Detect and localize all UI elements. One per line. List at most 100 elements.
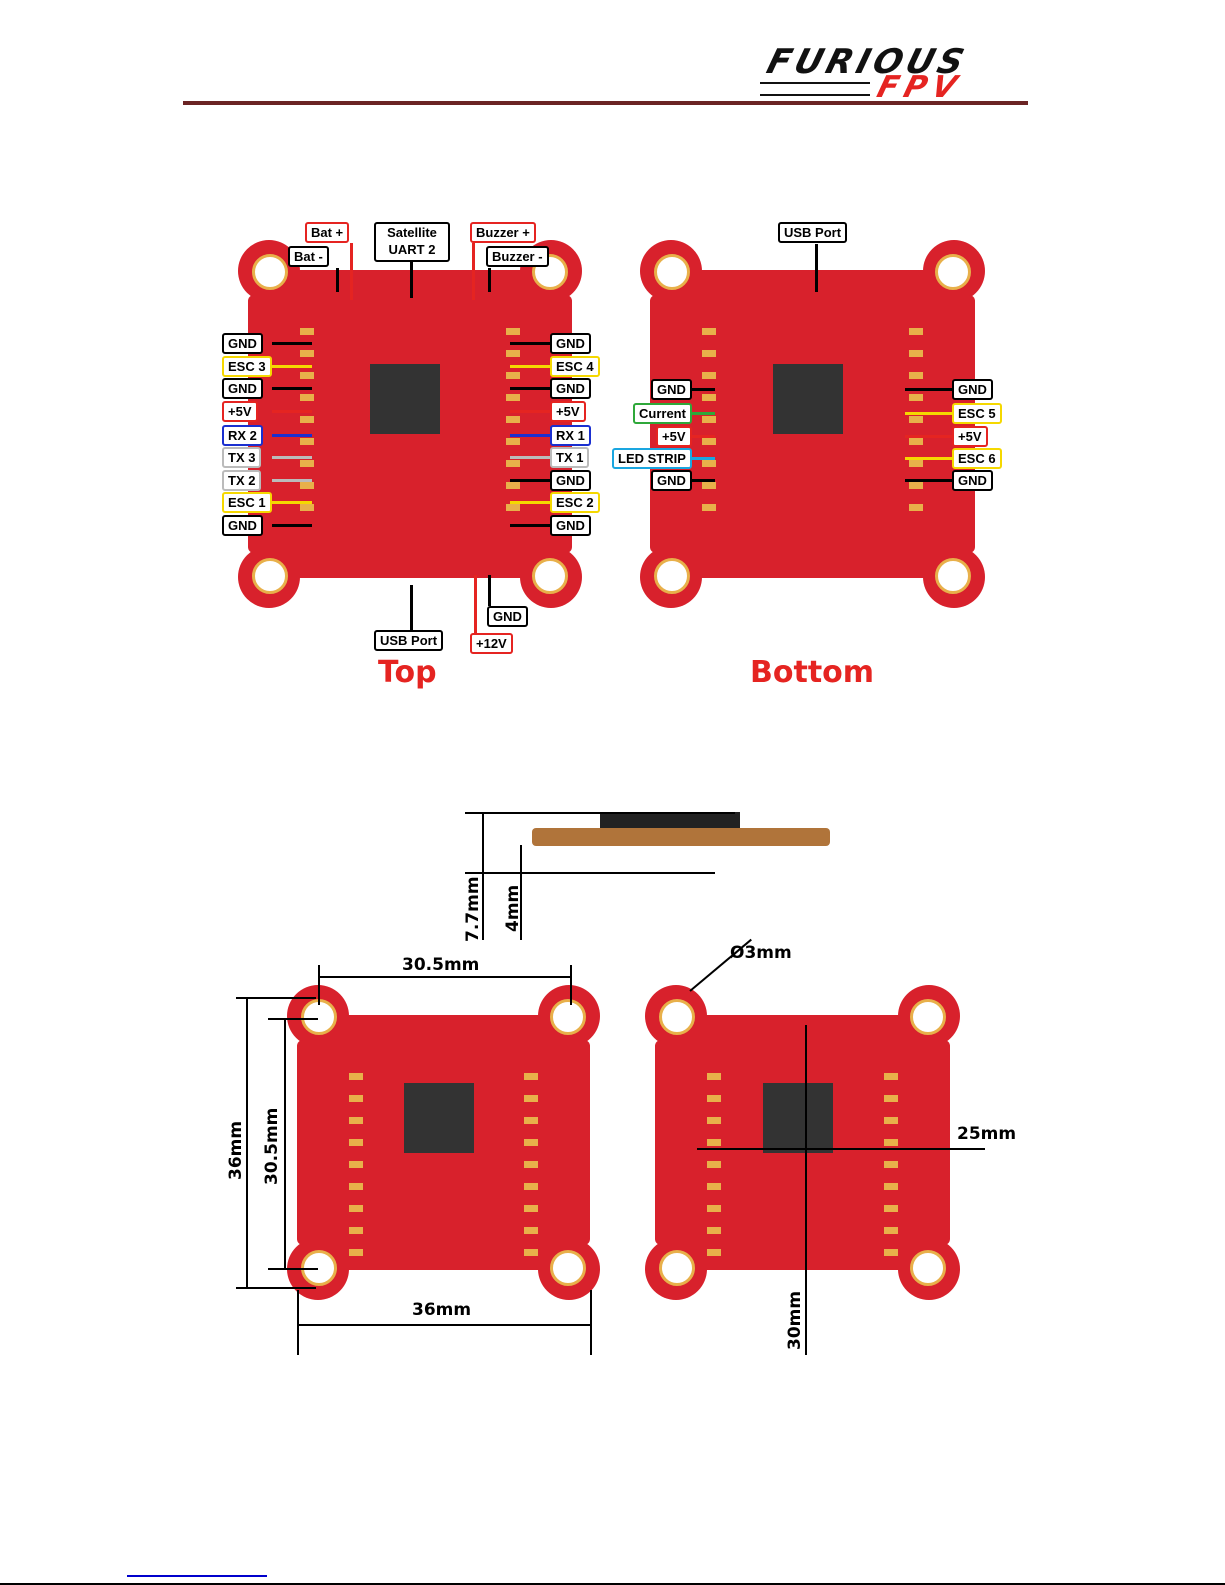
solder-pad [707,1139,721,1146]
solder-pad [524,1161,538,1168]
leader-line [410,262,413,298]
pin-label-bottom-right: +5V [952,426,988,447]
solder-pad [506,372,520,379]
leader-line [510,387,550,390]
dimension-line [297,1324,590,1326]
caption-bottom: Bottom [750,655,875,690]
pin-label-top-right: ESC 2 [550,492,600,513]
solder-pad [707,1205,721,1212]
leader-line [510,479,550,482]
solder-pad [884,1227,898,1234]
leader-line [474,575,477,633]
leader-line [692,479,715,482]
solder-pad [909,394,923,401]
mcu-chip [762,1082,833,1153]
dimension-line [482,812,484,940]
solder-pad [300,416,314,423]
pin-label-top-right: GND [550,378,591,399]
mounting-hole [659,1250,695,1286]
pin-label-usb-port: USB Port [778,222,848,243]
solder-pad [884,1183,898,1190]
pin-label-top-right: GND [550,515,591,536]
pin-label-top-right: ESC 4 [550,356,600,377]
solder-pad [349,1095,363,1102]
header-rule [183,101,1028,105]
dimension-line [805,1025,807,1355]
dim-board-height: 4mm [503,884,523,932]
mcu-chip [370,364,440,434]
solder-pad [524,1095,538,1102]
pin-label-top-upper: Satellite UART 2 [374,222,450,262]
solder-pad [349,1139,363,1146]
solder-pad [702,394,716,401]
dimension-line [318,965,320,1005]
pin-label-top-upper: Bat - [288,246,329,267]
pin-label-top-left: ESC 3 [222,356,272,377]
leader-line [510,456,550,459]
dim-inner-height: 30mm [785,1290,805,1350]
dimension-line [318,976,570,978]
solder-pad [909,482,923,489]
solder-pad [909,460,923,467]
solder-pad [702,438,716,445]
leader-line [488,575,491,606]
leader-line [472,243,475,300]
solder-pad [349,1161,363,1168]
solder-pad [702,482,716,489]
dimension-line [465,812,735,814]
pin-label-bottom-left: LED STRIP [612,448,692,469]
leader-line [272,434,312,437]
solder-pad [300,482,314,489]
solder-pad [300,438,314,445]
solder-pad [702,328,716,335]
solder-pad [884,1095,898,1102]
solder-pad [300,394,314,401]
pin-label-top-right: GND [550,470,591,491]
solder-pad [707,1095,721,1102]
solder-pad [349,1227,363,1234]
pin-label-top-left: GND [222,333,263,354]
solder-pad [702,504,716,511]
mounting-hole [654,558,690,594]
leader-line [510,501,550,504]
solder-pad [349,1205,363,1212]
dim-hole-diameter: Ø3mm [730,943,792,963]
footer-link[interactable] [127,1575,267,1577]
leader-line [510,342,550,345]
pin-label-top-lower: +12V [470,633,513,654]
leader-line [272,387,312,390]
solder-pad [707,1117,721,1124]
leader-line [350,243,353,300]
pin-label-top-right: +5V [550,401,586,422]
leader-line [692,457,715,460]
mounting-hole [550,999,586,1035]
solder-pad [349,1249,363,1256]
solder-pad [524,1139,538,1146]
mounting-hole [910,999,946,1035]
mounting-hole [935,558,971,594]
mounting-hole [910,1250,946,1286]
solder-pad [884,1117,898,1124]
furious-fpv-logo: FURIOUS FPV [760,42,1030,105]
mounting-hole [550,1250,586,1286]
leader-line [272,410,312,413]
dimension-line [297,1290,299,1355]
dim-hole-spacing-v: 30.5mm [262,1107,282,1185]
pin-label-bottom-right: GND [952,379,993,400]
pin-label-bottom-right: GND [952,470,993,491]
dim-hole-spacing-h: 30.5mm [402,955,480,975]
pin-label-top-right: RX 1 [550,425,591,446]
solder-pad [524,1249,538,1256]
leader-line [815,244,818,292]
dim-board-width: 36mm [412,1300,472,1320]
leader-line [272,365,312,368]
pin-label-top-upper: Buzzer + [470,222,536,243]
leader-line [272,501,312,504]
mounting-hole [654,254,690,290]
solder-pad [506,328,520,335]
solder-pad [524,1073,538,1080]
leader-line [272,456,312,459]
dimension-line [284,1018,286,1268]
solder-pad [506,504,520,511]
